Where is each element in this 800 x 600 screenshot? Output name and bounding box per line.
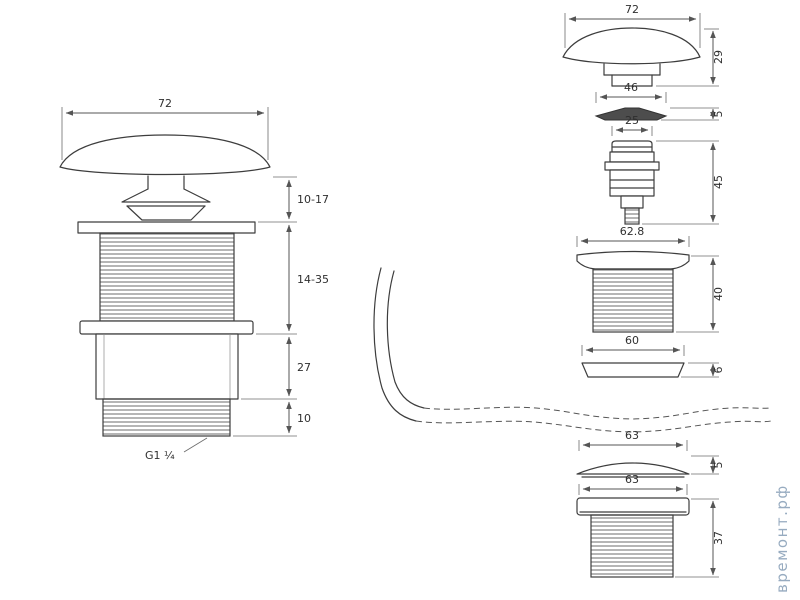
dim-label-washer-width: 46 [624, 81, 638, 94]
exploded-cap: 72 29 [562, 3, 725, 87]
dim-label-stem-height: 45 [712, 175, 725, 189]
exploded-dome-washer: 63 5 [576, 429, 725, 478]
dim-label-ring-width: 60 [625, 334, 639, 347]
dim-label-dome-height: 5 [712, 462, 725, 469]
dim-label-body: 27 [297, 361, 311, 374]
cap-shape [562, 27, 701, 65]
sink-cross-section [373, 267, 772, 433]
dim-label-cap-height: 29 [712, 50, 725, 64]
dim-label-cap-height: 10-17 [297, 193, 329, 206]
exploded-threaded-body: 62.8 40 [576, 225, 725, 333]
exploded-valve-stem: 25 45 [604, 114, 725, 225]
body-thread [592, 268, 674, 333]
dim-label-body-height: 40 [712, 287, 725, 301]
nut-thread [590, 514, 674, 578]
ring-shape [581, 362, 685, 378]
dim-label-thread-range: 14-35 [297, 273, 329, 286]
exploded-view: 72 29 46 5 [373, 3, 772, 578]
dim-label-nut-width: 63 [625, 473, 639, 486]
assembled-view: 72 G1 ¼ [59, 97, 329, 462]
watermark-text: времонт.рф [773, 484, 791, 593]
dim-label-width: 72 [158, 97, 172, 110]
dim-label-dome-width: 63 [625, 429, 639, 442]
tail-thread [102, 398, 231, 437]
exploded-top-washer: 46 5 [594, 81, 725, 121]
dim-label-cap-width: 72 [625, 3, 639, 16]
body-flange [79, 320, 254, 335]
dome-washer-shape [576, 462, 690, 475]
dim-label-body-width: 62.8 [620, 225, 645, 238]
body-brim [576, 250, 690, 270]
body-tube [95, 333, 239, 400]
dim-label-nut-height: 37 [712, 531, 725, 545]
flange-plate [77, 221, 256, 234]
top-washer-shape [594, 107, 668, 121]
thread-size-label: G1 ¼ [145, 449, 175, 462]
popup-mechanism [121, 175, 211, 221]
dim-label-washer-height: 5 [712, 111, 725, 118]
exploded-ring: 60 6 [581, 334, 725, 378]
cap-shape [59, 134, 271, 176]
threaded-section [99, 232, 235, 322]
dim-label-stem-width: 25 [625, 114, 639, 127]
exploded-lock-nut: 63 37 [576, 473, 725, 578]
assembled-dim-chain: 10-17 14-35 27 10 [233, 176, 329, 437]
dim-label-tail: 10 [297, 412, 311, 425]
dim-label-ring-height: 6 [712, 367, 725, 374]
